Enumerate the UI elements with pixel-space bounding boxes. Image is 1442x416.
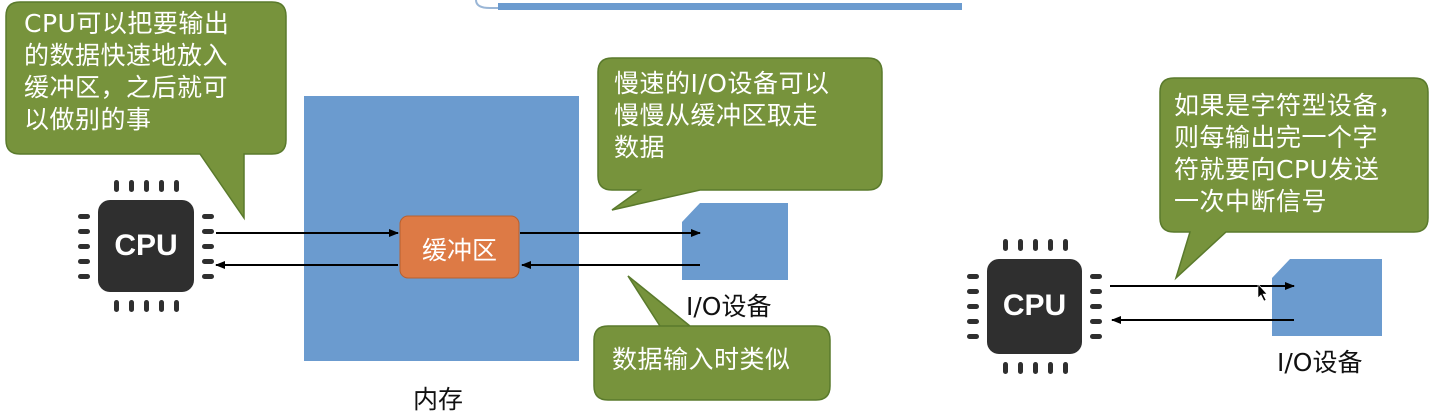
bubble-cpu-output-text: CPU可以把要输出 的数据快速地放入 缓冲区，之后就可 以做别的事	[24, 9, 230, 134]
cpu-chip-left	[78, 180, 214, 312]
io-device-right	[1272, 259, 1382, 336]
bubble-char-device	[1159, 77, 1429, 281]
cpu-label-right: CPU	[1002, 289, 1067, 322]
cpu-chip-right	[967, 239, 1102, 374]
bubble-io-slow	[597, 57, 883, 211]
bubble-cpu-output	[5, 1, 287, 221]
bubble-input-similar	[593, 275, 831, 401]
top-bar	[475, 0, 962, 10]
io-device-left	[682, 203, 788, 280]
buffer-box	[399, 215, 520, 279]
io-device-label-right: I/O设备	[1277, 348, 1363, 377]
mouse-cursor-icon	[1257, 283, 1268, 302]
bubble-io-slow-text: 慢速的I/O设备可以 慢慢从缓冲区取走 数据	[614, 69, 830, 162]
io-device-label-left: I/O设备	[686, 292, 772, 321]
bubble-char-device-text: 如果是字符型设备， 则每输出完一个字 符就要向CPU发送 一次中断信号	[1174, 91, 1404, 216]
memory-label: 内存	[413, 385, 464, 414]
cpu-label-left: CPU	[114, 229, 178, 262]
bubble-input-similar-text: 数据输入时类似	[612, 345, 791, 374]
buffer-label: 缓冲区	[421, 236, 497, 265]
